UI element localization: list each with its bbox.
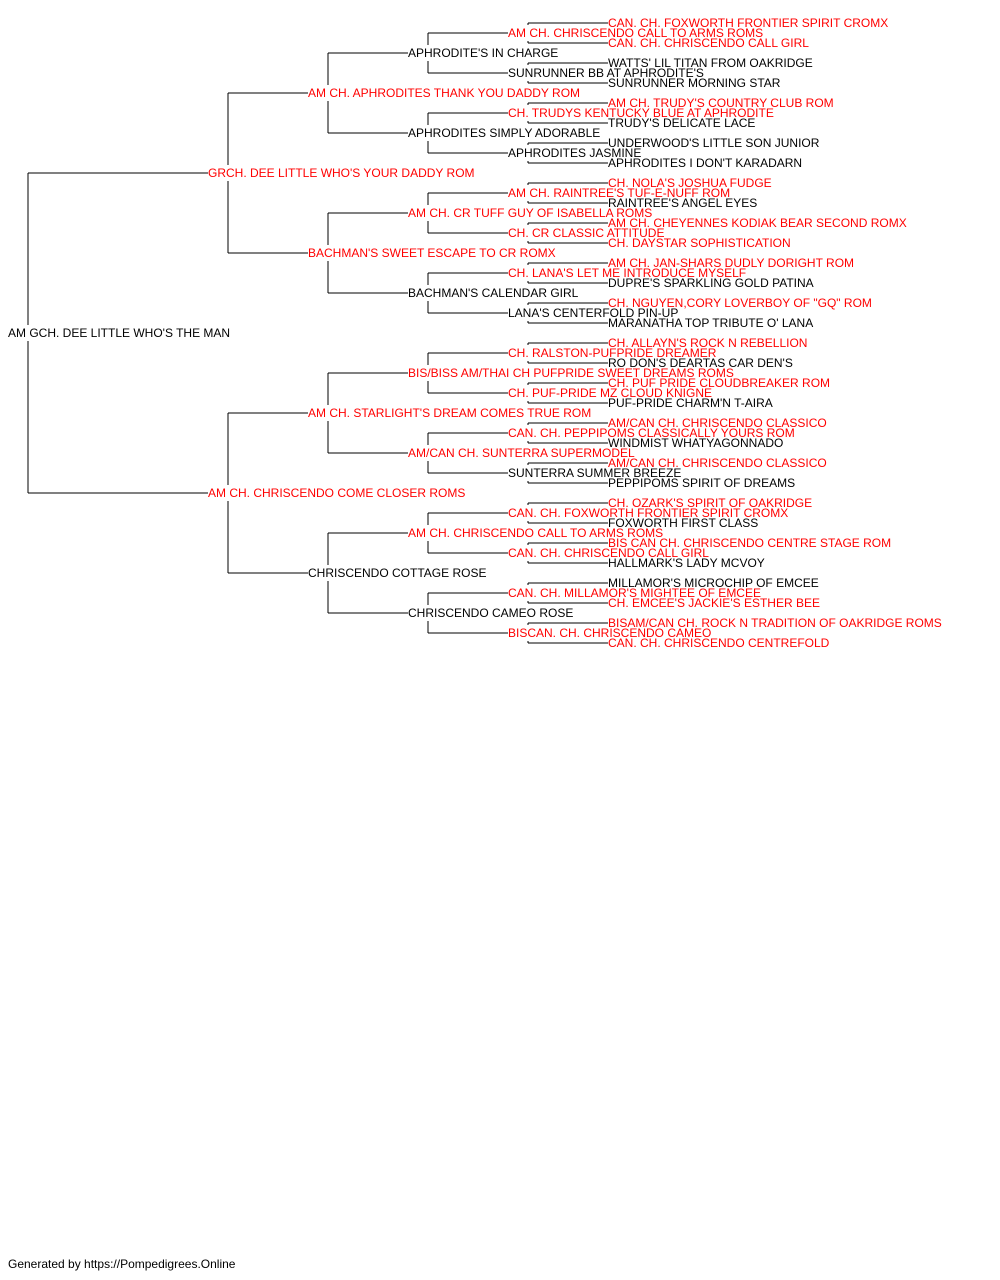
- ggg-grandparent-dam-name: CAN. CH. CHRISCENDO CENTREFOLD: [608, 636, 830, 650]
- great-grandparent-dam-name: CHRISCENDO CAMEO ROSE: [408, 606, 574, 620]
- ggg-grandparent-dam-name: APHRODITES I DON'T KARADARN: [608, 156, 803, 170]
- ggg-grandparent-dam-name: PUF-PRIDE CHARM'N T-AIRA: [608, 396, 773, 410]
- gg-grandparent-dam-name: BISCAN. CH. CHRISCENDO CAMEO: [508, 626, 712, 640]
- ggg-grandparent-sire-name: CH. PUF PRIDE CLOUDBREAKER ROM: [608, 376, 831, 390]
- ggg-grandparent-sire-name: BISAM/CAN CH. ROCK N TRADITION OF OAKRID…: [608, 616, 942, 630]
- great-grandparent-sire-name: APHRODITE'S IN CHARGE: [408, 46, 559, 60]
- ggg-grandparent-dam-name: FOXWORTH FIRST CLASS: [608, 516, 759, 530]
- ggg-grandparent-sire-name: AM/CAN CH. CHRISCENDO CLASSICO: [608, 416, 827, 430]
- ggg-grandparent-sire-name: AM CH. TRUDY'S COUNTRY CLUB ROM: [608, 96, 834, 110]
- gg-grandparent-dam-name: CAN. CH. CHRISCENDO CALL GIRL: [508, 546, 709, 560]
- parent-sire-name: GRCH. DEE LITTLE WHO'S YOUR DADDY ROM: [208, 166, 475, 180]
- great-grandparent-sire-name: AM CH. CR TUFF GUY OF ISABELLA ROMS: [408, 206, 653, 220]
- ggg-grandparent-sire-name: BIS CAN CH. CHRISCENDO CENTRE STAGE ROM: [608, 536, 892, 550]
- gg-grandparent-dam-name: LANA'S CENTERFOLD PIN-UP: [508, 306, 679, 320]
- gg-grandparent-sire-name: AM CH. CHRISCENDO CALL TO ARMS ROMS: [508, 26, 764, 40]
- ggg-grandparent-dam-name: HALLMARK'S LADY MCVOY: [608, 556, 765, 570]
- gg-grandparent-sire-name: CAN. CH. PEPPIPOMS CLASSICALLY YOURS ROM: [508, 426, 795, 440]
- gg-grandparent-sire-name: CH. TRUDYS KENTUCKY BLUE AT APHRODITE: [508, 106, 774, 120]
- grandparent-dam-name: BACHMAN'S SWEET ESCAPE TO CR ROMX: [308, 246, 556, 260]
- parent-dam-name: AM CH. CHRISCENDO COME CLOSER ROMS: [208, 486, 466, 500]
- ggg-grandparent-dam-name: RAINTREE'S ANGEL EYES: [608, 196, 758, 210]
- great-grandparent-sire-name: AM CH. CHRISCENDO CALL TO ARMS ROMS: [408, 526, 664, 540]
- ggg-grandparent-sire-name: CH. OZARK'S SPIRIT OF OAKRIDGE: [608, 496, 813, 510]
- ggg-grandparent-sire-name: CH. ALLAYN'S ROCK N REBELLION: [608, 336, 808, 350]
- subject-name: AM GCH. DEE LITTLE WHO'S THE MAN: [8, 326, 231, 340]
- ggg-grandparent-dam-name: WINDMIST WHATYAGONNADO: [608, 436, 784, 450]
- ggg-grandparent-dam-name: RO DON'S DEARTAS CAR DEN'S: [608, 356, 793, 370]
- ggg-grandparent-sire-name: AM CH. JAN-SHARS DUDLY DORIGHT ROM: [608, 256, 855, 270]
- ggg-grandparent-dam-name: CH. DAYSTAR SOPHISTICATION: [608, 236, 791, 250]
- ggg-grandparent-dam-name: PEPPIPOMS SPIRIT OF DREAMS: [608, 476, 796, 490]
- ggg-grandparent-sire-name: UNDERWOOD'S LITTLE SON JUNIOR: [608, 136, 820, 150]
- ggg-grandparent-dam-name: CAN. CH. CHRISCENDO CALL GIRL: [608, 36, 809, 50]
- ggg-grandparent-sire-name: AM/CAN CH. CHRISCENDO CLASSICO: [608, 456, 827, 470]
- gg-grandparent-sire-name: CAN. CH. FOXWORTH FRONTIER SPIRIT CROMX: [508, 506, 789, 520]
- gg-grandparent-sire-name: CH. RALSTON-PUFPRIDE DREAMER: [508, 346, 717, 360]
- grandparent-sire-name: AM CH. APHRODITES THANK YOU DADDY ROM: [308, 86, 581, 100]
- footer-credit: Generated by https://Pompedigrees.Online: [8, 1257, 236, 1271]
- ggg-grandparent-dam-name: DUPRE'S SPARKLING GOLD PATINA: [608, 276, 814, 290]
- ggg-grandparent-sire-name: CH. NOLA'S JOSHUA FUDGE: [608, 176, 772, 190]
- ggg-grandparent-sire-name: MILLAMOR'S MICROCHIP OF EMCEE: [608, 576, 819, 590]
- ggg-grandparent-dam-name: MARANATHA TOP TRIBUTE O' LANA: [608, 316, 814, 330]
- great-grandparent-dam-name: AM/CAN CH. SUNTERRA SUPERMODEL: [408, 446, 635, 460]
- ggg-grandparent-dam-name: TRUDY'S DELICATE LACE: [608, 116, 756, 130]
- great-grandparent-dam-name: APHRODITES SIMPLY ADORABLE: [408, 126, 601, 140]
- gg-grandparent-dam-name: APHRODITES JASMINE: [508, 146, 642, 160]
- great-grandparent-sire-name: BIS/BISS AM/THAI CH PUFPRIDE SWEET DREAM…: [408, 366, 734, 380]
- gg-grandparent-dam-name: CH. CR CLASSIC ATTITUDE: [508, 226, 665, 240]
- ggg-grandparent-dam-name: CH. EMCEE'S JACKIE'S ESTHER BEE: [608, 596, 820, 610]
- ggg-grandparent-sire-name: CAN. CH. FOXWORTH FRONTIER SPIRIT CROMX: [608, 16, 889, 30]
- gg-grandparent-dam-name: SUNRUNNER BB AT APHRODITE'S: [508, 66, 704, 80]
- gg-grandparent-sire-name: CAN. CH. MILLAMOR'S MIGHTEE OF EMCEE: [508, 586, 761, 600]
- ggg-grandparent-sire-name: AM CH. CHEYENNES KODIAK BEAR SECOND ROMX: [608, 216, 907, 230]
- gg-grandparent-dam-name: SUNTERRA SUMMER BREEZE: [508, 466, 682, 480]
- gg-grandparent-dam-name: CH. PUF-PRIDE MZ CLOUD KNIGNE: [508, 386, 713, 400]
- ggg-grandparent-dam-name: SUNRUNNER MORNING STAR: [608, 76, 781, 90]
- grandparent-sire-name: AM CH. STARLIGHT'S DREAM COMES TRUE ROM: [308, 406, 592, 420]
- gg-grandparent-sire-name: AM CH. RAINTREE'S TUF-E-NUFF ROM: [508, 186, 731, 200]
- grandparent-dam-name: CHRISCENDO COTTAGE ROSE: [308, 566, 487, 580]
- great-grandparent-dam-name: BACHMAN'S CALENDAR GIRL: [408, 286, 579, 300]
- gg-grandparent-sire-name: CH. LANA'S LET ME INTRODUCE MYSELF: [508, 266, 747, 280]
- ggg-grandparent-sire-name: CH. NGUYEN,CORY LOVERBOY OF "GQ" ROM: [608, 296, 872, 310]
- ggg-grandparent-sire-name: WATTS' LIL TITAN FROM OAKRIDGE: [608, 56, 813, 70]
